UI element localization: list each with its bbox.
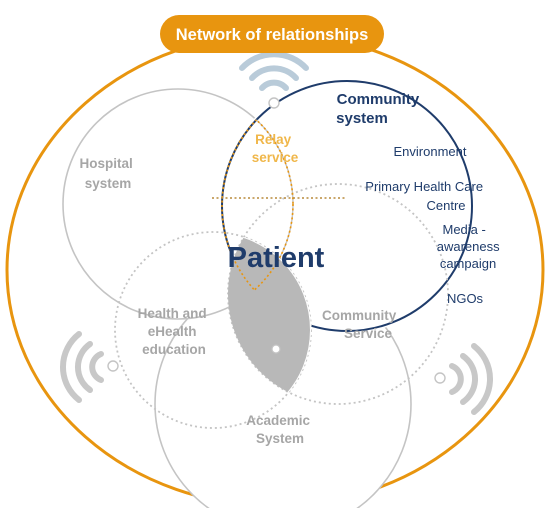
hospital-system-label: Hospital system — [79, 156, 136, 191]
signal-waves-right-icon — [449, 343, 493, 415]
academic-system-label: Academic System — [246, 413, 314, 446]
ngos-item: NGOs — [447, 291, 484, 306]
community-system-label: Community system — [336, 91, 423, 127]
junction-dot-right — [434, 372, 446, 384]
relay-service-label: Relay service — [252, 132, 299, 165]
wifi-signal-icon — [239, 51, 309, 91]
primary-care-item: Primary Health Care Centre — [365, 179, 486, 213]
signal-waves-left-icon — [60, 331, 104, 403]
relay-boundary-right — [221, 89, 293, 319]
junction-dot-left — [107, 360, 119, 372]
community-service-label: Community Service — [322, 308, 400, 341]
junction-dot-top — [268, 97, 280, 109]
media-campaign-item: Media - awareness campaign — [437, 222, 504, 271]
environment-item: Environment — [394, 144, 467, 159]
relay-boundary-left — [222, 88, 294, 320]
health-education-label: Health and eHealth education — [138, 306, 211, 357]
junction-dot-center — [271, 344, 281, 354]
title-text: Network of relationships — [176, 26, 369, 44]
title-pill — [160, 15, 384, 53]
patient-label: Patient — [228, 242, 325, 274]
